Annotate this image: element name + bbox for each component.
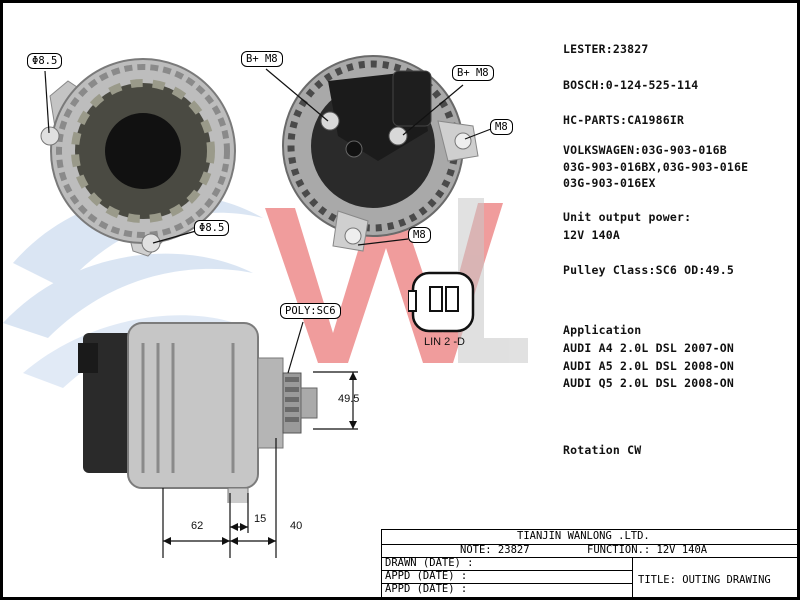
- title-block: TIANJIN WANLONG .LTD. NOTE: 23827 FUNCTI…: [381, 529, 797, 597]
- title-block-divider: [632, 557, 633, 597]
- dimension-15: 15: [254, 513, 267, 525]
- b-plus-terminal-callout-left: B+ M8: [241, 51, 283, 67]
- drawn-field: DRAWN (DATE) :: [385, 557, 474, 569]
- vw-number-line2: 03G-903-016BX,03G-903-016E: [563, 160, 749, 174]
- approved-field-1: APPD (DATE) :: [385, 570, 468, 582]
- mount-hole-callout-bottom: Φ8.5: [194, 220, 230, 236]
- alternator-side-view: [78, 322, 318, 503]
- hc-parts-number: HC-PARTS:CA1986IR: [563, 113, 685, 127]
- b-plus-terminal-callout-right: B+ M8: [452, 65, 494, 81]
- output-power-value: 12V 140A: [563, 228, 620, 242]
- lin-connector-icon: [408, 271, 475, 333]
- vw-number-line1: VOLKSWAGEN:03G-903-016B: [563, 143, 727, 157]
- lester-number: LESTER:23827: [563, 42, 649, 56]
- m8-callout-right: M8: [490, 119, 513, 135]
- pulley-class-callout: POLY:SC6: [280, 303, 341, 319]
- function-spec: FUNCTION.: 12V 140A: [587, 544, 708, 556]
- application-line-2: AUDI A5 2.0L DSL 2008-ON: [563, 359, 734, 373]
- note-number: NOTE: 23827: [460, 544, 530, 556]
- company-name: TIANJIN WANLONG .LTD.: [517, 530, 650, 542]
- dimension-40: 40: [290, 520, 303, 532]
- application-title: Application: [563, 323, 642, 337]
- pulley-class: Pulley Class:SC6 OD:49.5: [563, 263, 734, 277]
- drawing-sheet: LIN 2 -D: [3, 3, 797, 597]
- output-power-label: Unit output power:: [563, 210, 692, 224]
- bosch-number: BOSCH:0-124-525-114: [563, 78, 699, 92]
- alternator-rear-view: [40, 58, 236, 257]
- connector-label: LIN 2 -D: [424, 336, 465, 348]
- dimension-62: 62: [191, 520, 204, 532]
- approved-field-2: APPD (DATE) :: [385, 583, 468, 595]
- drawing-title: TITLE: OUTING DRAWING: [638, 574, 771, 586]
- callout-leaders: [44, 68, 492, 558]
- rotation: Rotation CW: [563, 443, 642, 457]
- alternator-front-view: [282, 55, 479, 252]
- application-line-1: AUDI A4 2.0L DSL 2007-ON: [563, 341, 734, 355]
- vw-number-line3: 03G-903-016EX: [563, 176, 656, 190]
- application-line-3: AUDI Q5 2.0L DSL 2008-ON: [563, 376, 734, 390]
- m8-callout-bottom: M8: [408, 227, 431, 243]
- pulley-od-dimension: 49.5: [338, 393, 360, 405]
- mount-hole-callout-top: Φ8.5: [27, 53, 63, 69]
